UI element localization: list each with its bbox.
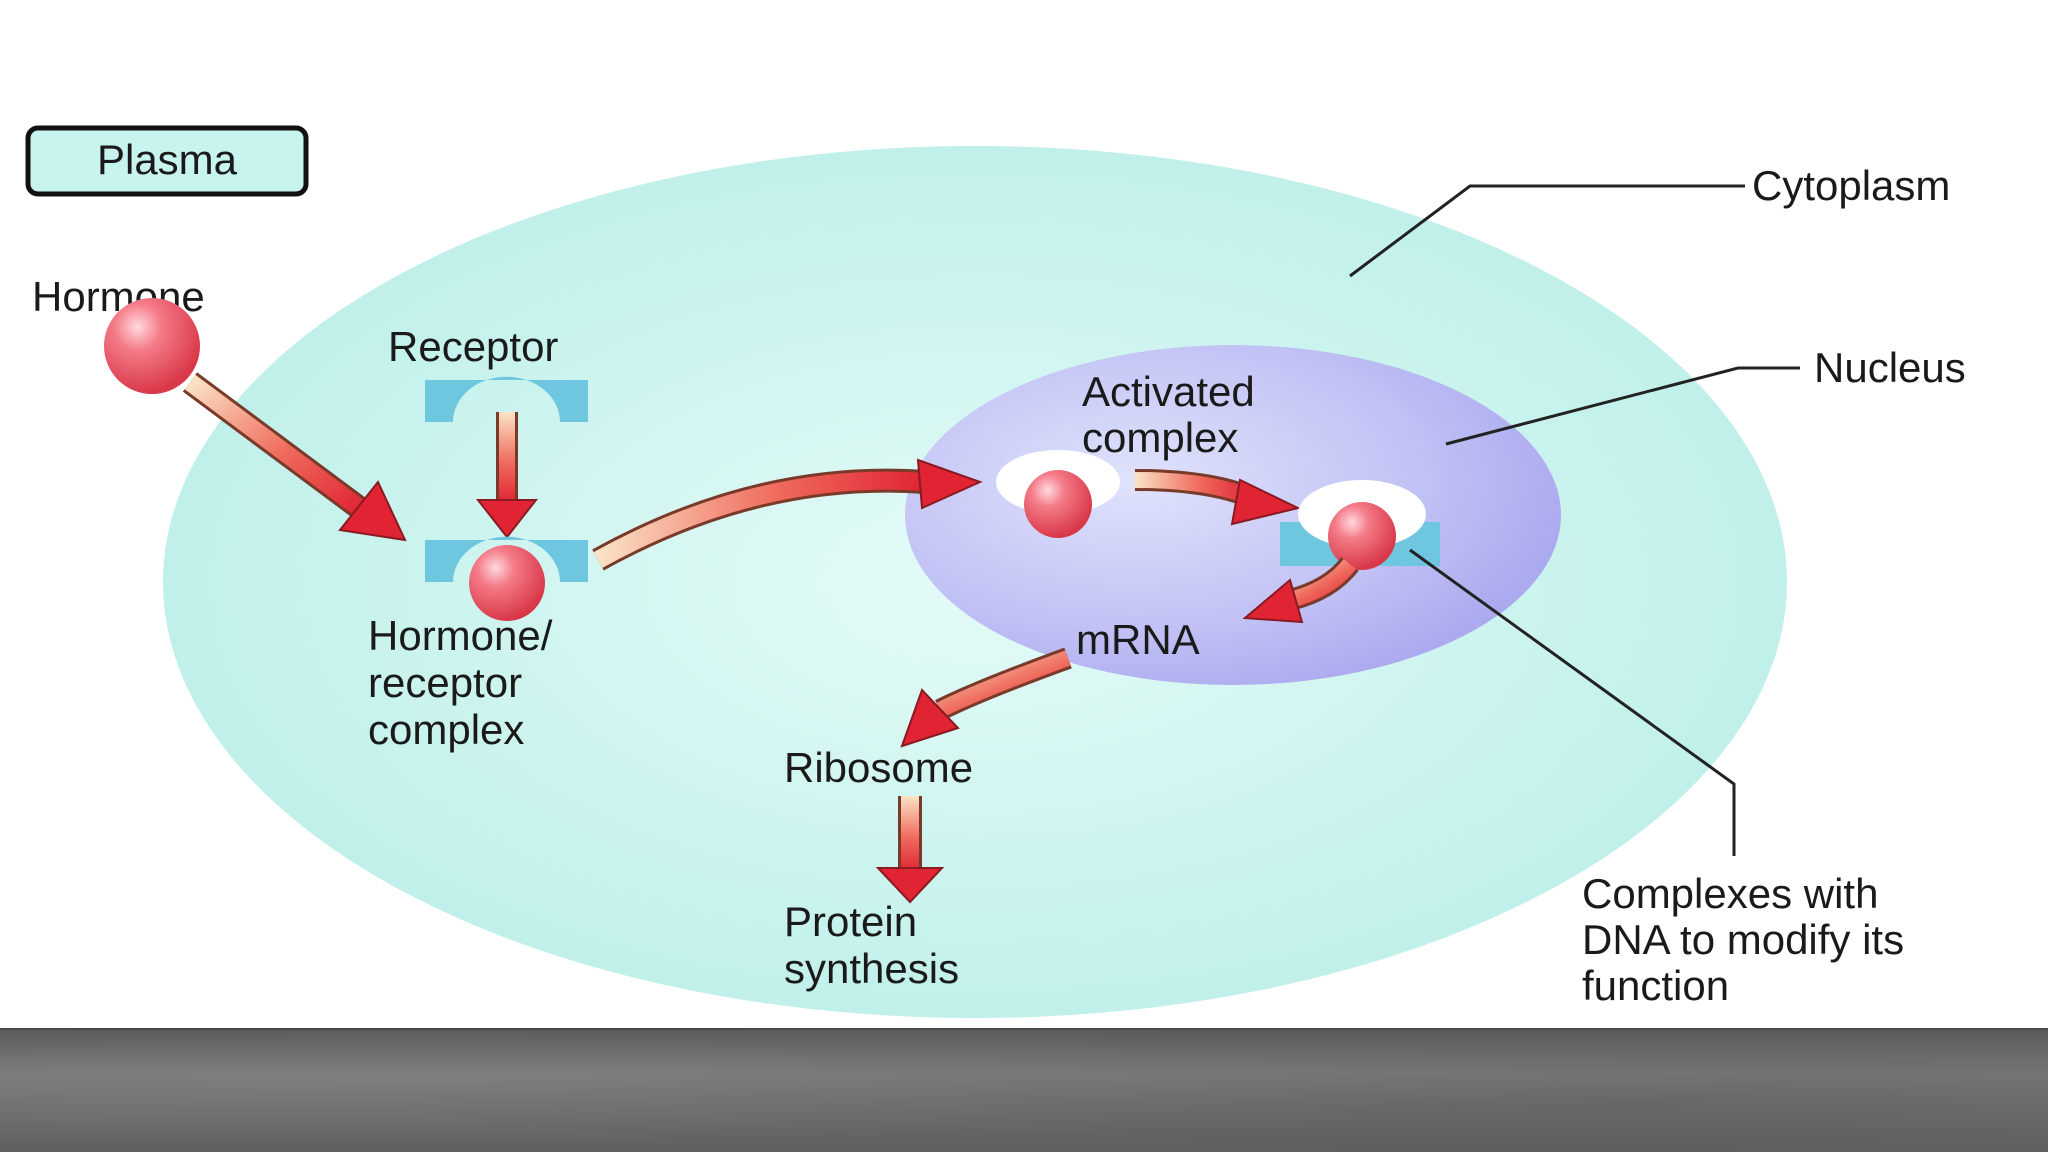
plasma-label: Plasma — [97, 136, 238, 183]
floor-strip — [0, 1028, 2048, 1152]
nucleus-label: Nucleus — [1814, 344, 1966, 391]
cytoplasm-leader-line — [1349, 184, 1745, 278]
mrna-label: mRNA — [1076, 616, 1200, 663]
dna-complex-label-line2: DNA to modify its — [1582, 916, 1904, 963]
receptor-to-complex-arrow — [475, 412, 539, 539]
dna-complex — [1280, 480, 1440, 570]
dna-complex-label-line1: Complexes with — [1582, 870, 1878, 917]
hormone-ball — [104, 298, 200, 394]
nucleus-leader-line — [1445, 366, 1800, 446]
dna-to-mrna-arrow — [1242, 556, 1359, 624]
dna-complex-leader-line — [1409, 548, 1736, 856]
plasma-box — [25, 125, 309, 197]
hormone-receptor-complex — [425, 536, 588, 621]
receptor-label: Receptor — [388, 323, 558, 370]
protein-synthesis-label-line2: synthesis — [784, 945, 959, 992]
ribosome-label: Ribosome — [784, 744, 973, 791]
hormone-receptor-complex-label-line3: complex — [368, 706, 524, 753]
hormone-receptor-complex-label-line1: Hormone/ — [368, 612, 553, 659]
activated-complex-label-line2: complex — [1082, 414, 1238, 461]
activated-complex — [996, 450, 1120, 538]
complex-to-nucleus-arrow — [592, 458, 983, 571]
ribosome-to-protein-arrow — [875, 796, 945, 904]
hormone-receptor-complex-label-line2: receptor — [368, 659, 522, 706]
protein-synthesis-label-line1: Protein — [784, 898, 917, 945]
dna-complex-label-line3: function — [1582, 962, 1729, 1009]
mrna-to-ribosome-arrow — [900, 647, 1072, 748]
activated-to-dna-arrow — [1134, 469, 1301, 526]
cytoplasm-label: Cytoplasm — [1752, 162, 1950, 209]
hormone-to-complex-arrow — [182, 372, 407, 542]
activated-complex-label-line1: Activated — [1082, 368, 1255, 415]
receptor-shape — [425, 376, 588, 422]
